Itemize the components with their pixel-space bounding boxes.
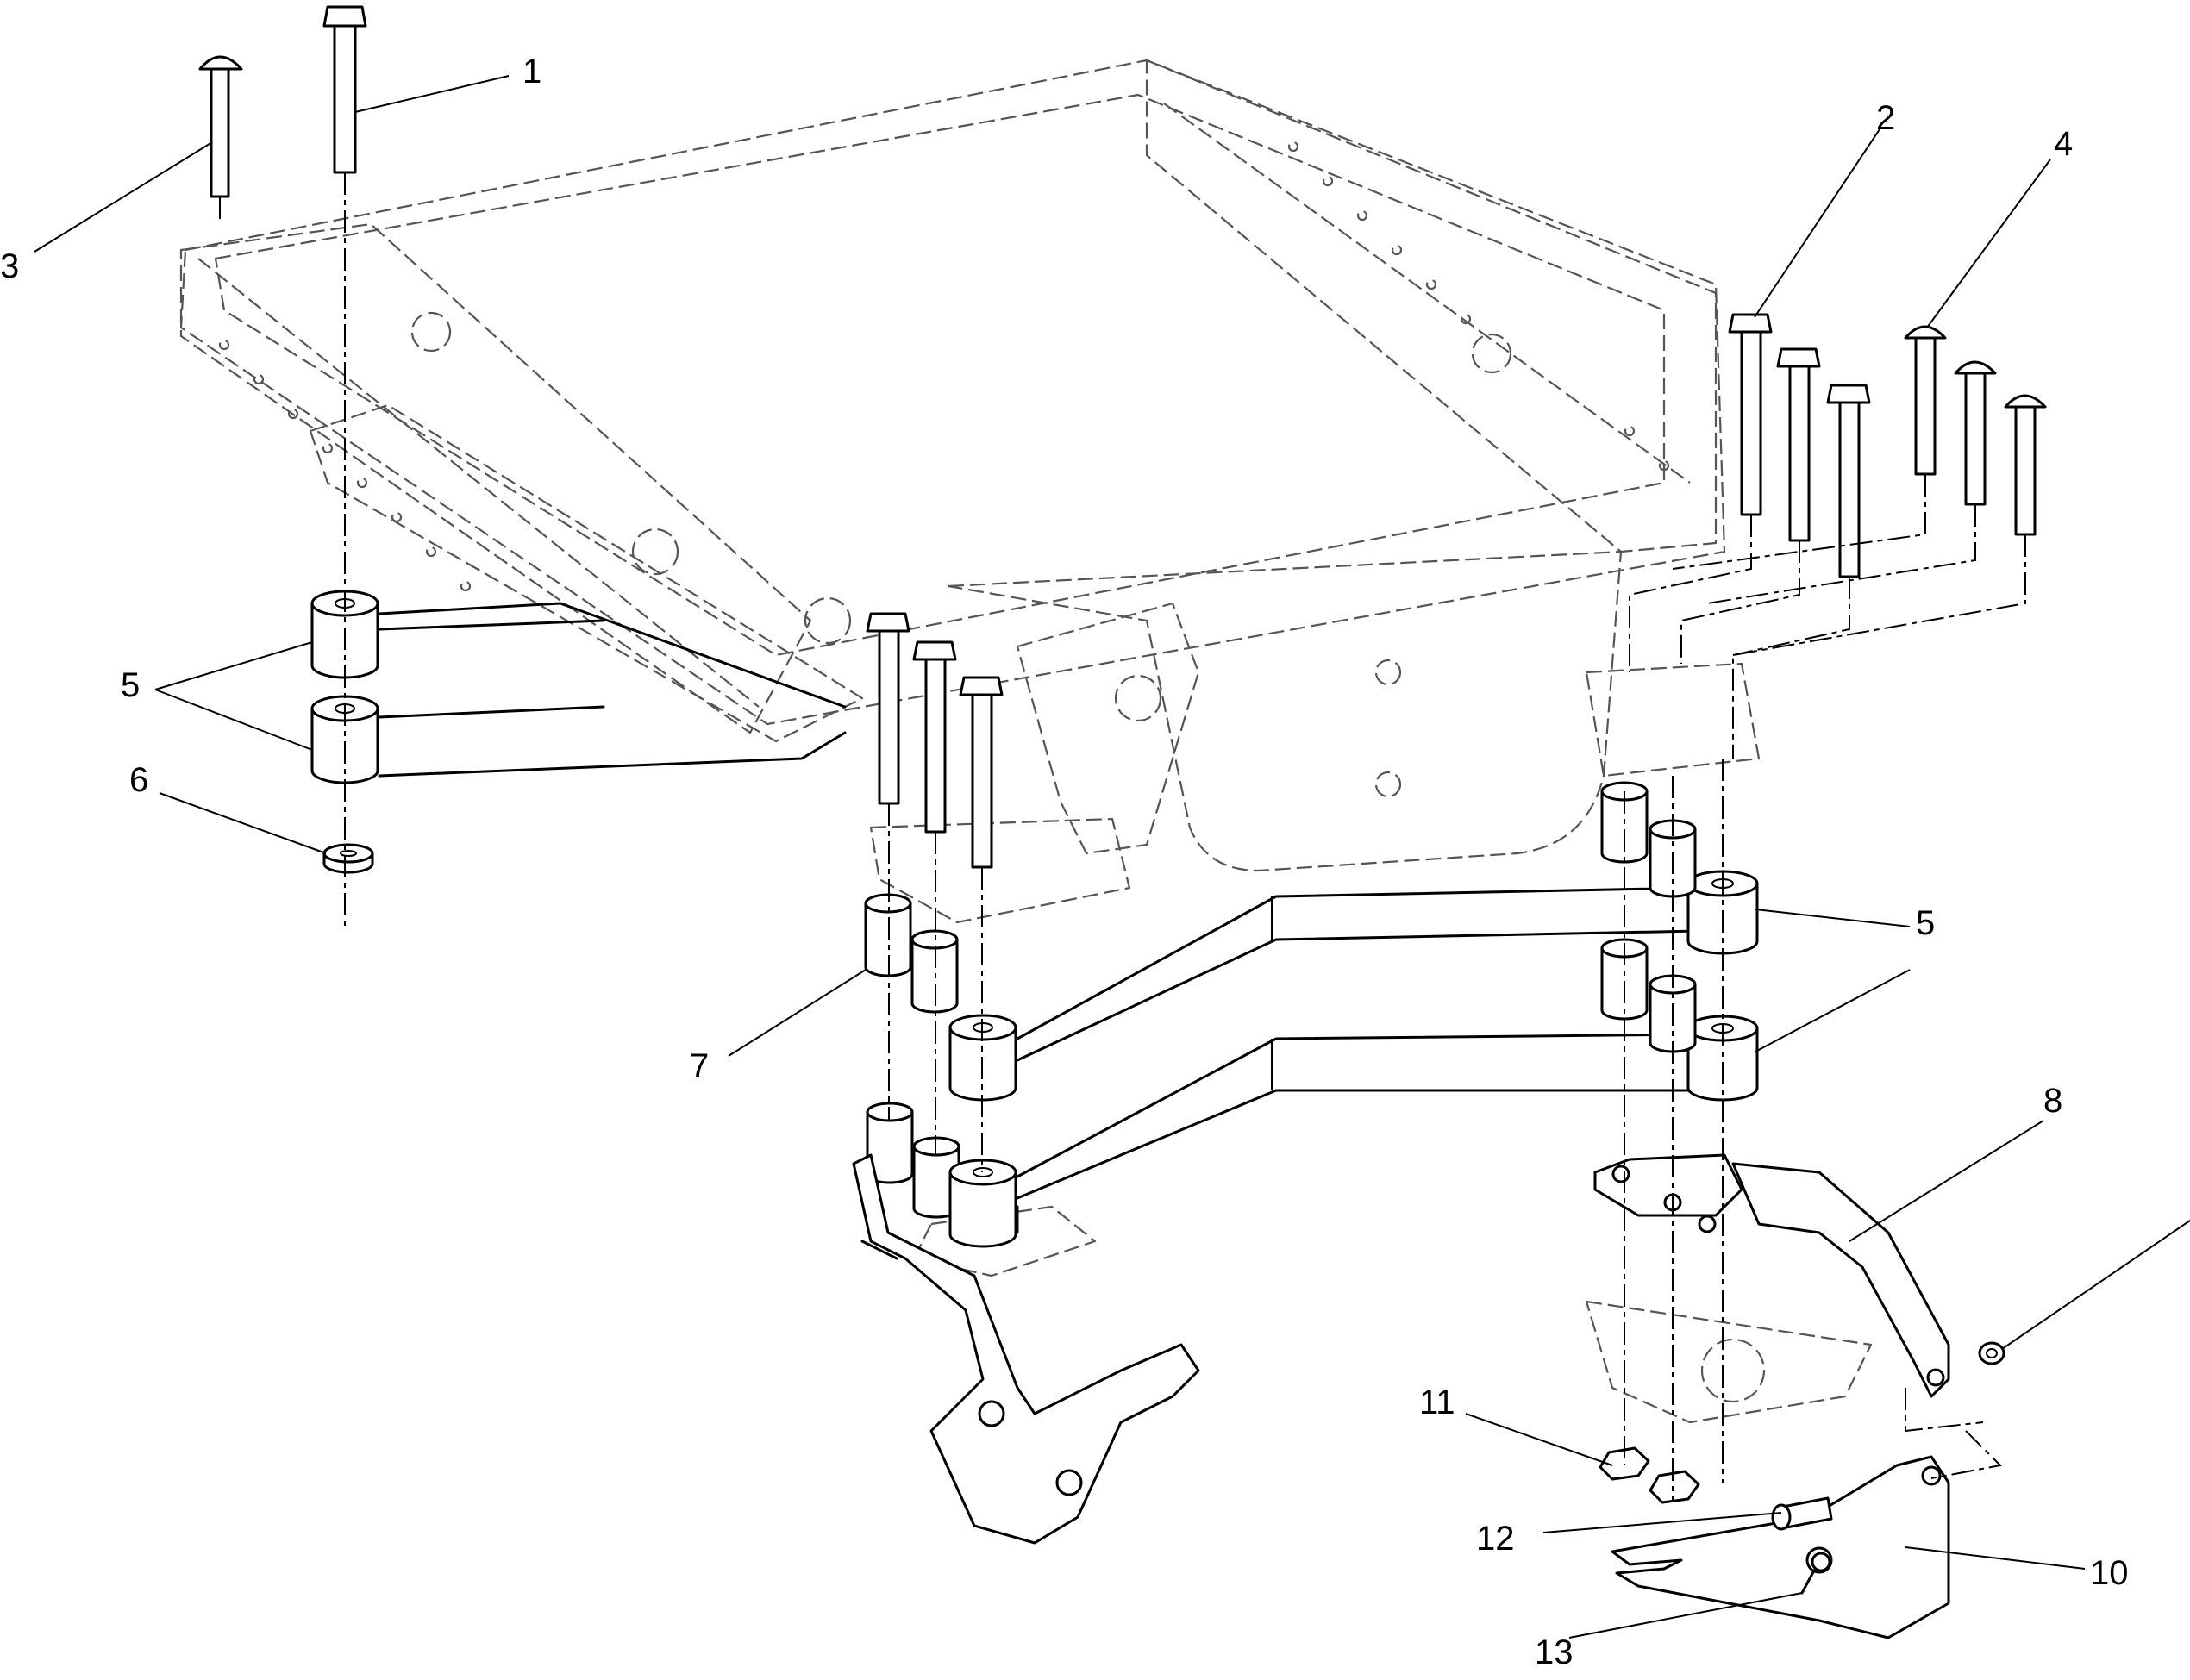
bushings (310, 590, 1759, 1248)
hex-bolts-center (866, 612, 1004, 869)
callout-1: 1 (522, 53, 541, 91)
button-head-bolt-3 (198, 55, 243, 198)
callout-10: 10 (2090, 1554, 2129, 1592)
callout-4: 4 (2054, 125, 2073, 163)
bolts (198, 5, 2047, 869)
callout-2: 2 (1876, 99, 1895, 137)
spacers-7 (864, 893, 960, 1219)
bushings-5-center (948, 1014, 1017, 1248)
left-mount-bracket (852, 1153, 1200, 1545)
phantom-seat-frame (179, 59, 1873, 1424)
callout-5-left: 5 (121, 666, 140, 704)
nuts-11 (1599, 1446, 1700, 1504)
callout-labels: 1 2 3 4 5 5 6 7 8 9 10 11 12 13 (0, 53, 2129, 1671)
bushing-5-left-upper (310, 590, 379, 679)
screw-13 (1800, 1552, 1831, 1595)
callout-13: 13 (1535, 1633, 1574, 1671)
pin-12 (1771, 1496, 1833, 1531)
callout-8: 8 (2043, 1082, 2062, 1120)
callout-5-right: 5 (1916, 904, 1935, 942)
callout-7: 7 (690, 1047, 709, 1085)
callout-6: 6 (129, 761, 148, 799)
spacers-right (1600, 781, 1697, 1053)
suspension-arms (378, 602, 1700, 1234)
button-head-bolts-4 (1904, 325, 2047, 536)
center-lines (219, 172, 2026, 1500)
hex-bolt-1 (322, 5, 367, 174)
callout-12: 12 (1476, 1520, 1515, 1558)
hex-bolts-2 (1728, 313, 1871, 578)
brackets (852, 1153, 2005, 1639)
bracket-8 (1593, 1153, 1950, 1398)
leader-lines (34, 75, 2190, 1639)
nut-9 (1978, 1341, 2005, 1365)
washer-6 (322, 843, 374, 874)
callout-11: 11 (1419, 1383, 1455, 1421)
callout-3: 3 (0, 247, 19, 285)
